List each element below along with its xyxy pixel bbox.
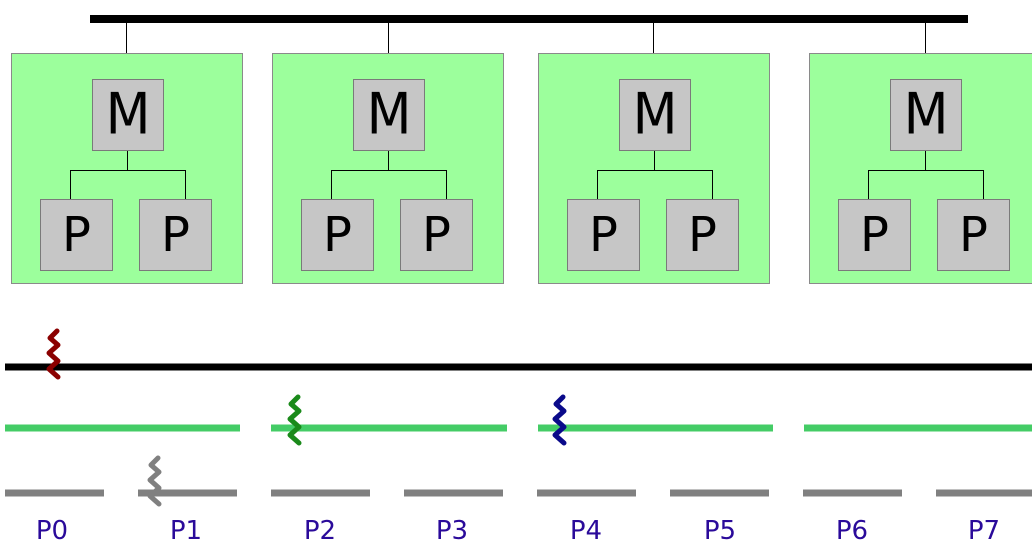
processor-id-label: P5 bbox=[703, 516, 737, 546]
processor-box: P bbox=[40, 199, 113, 271]
branch-left-wire bbox=[70, 170, 71, 199]
processor-label: P bbox=[688, 207, 717, 263]
branch-right-wire bbox=[712, 170, 713, 199]
processor-id-label: P0 bbox=[35, 516, 69, 546]
branch-wire bbox=[868, 170, 984, 171]
processor-label: P bbox=[161, 207, 190, 263]
processor-box: P bbox=[666, 199, 739, 271]
branch-left-wire bbox=[868, 170, 869, 199]
branch-wire bbox=[597, 170, 713, 171]
processor-id-label: P7 bbox=[967, 516, 1001, 546]
thread-squiggle-icon bbox=[552, 394, 567, 446]
bus-drop-wire bbox=[653, 22, 654, 54]
processor-label: P bbox=[959, 207, 988, 263]
thread-squiggle-icon bbox=[46, 328, 61, 380]
memory-box: M bbox=[92, 79, 164, 151]
processor-box: P bbox=[301, 199, 374, 271]
processor-id-label: P1 bbox=[169, 516, 203, 546]
memory-stem-wire bbox=[127, 151, 128, 170]
memory-stem-wire bbox=[925, 151, 926, 170]
processor-label: P bbox=[860, 207, 889, 263]
processor-id-label: P4 bbox=[569, 516, 603, 546]
branch-right-wire bbox=[983, 170, 984, 199]
branch-wire bbox=[70, 170, 186, 171]
memory-label: M bbox=[632, 82, 678, 148]
memory-label: M bbox=[105, 82, 151, 148]
branch-left-wire bbox=[331, 170, 332, 199]
processor-box: P bbox=[567, 199, 640, 271]
branch-right-wire bbox=[185, 170, 186, 199]
memory-label: M bbox=[903, 82, 949, 148]
processor-label: P bbox=[62, 207, 91, 263]
interconnect-bus bbox=[90, 15, 968, 23]
memory-box: M bbox=[619, 79, 691, 151]
numa-node-0: M P P bbox=[11, 53, 243, 284]
bus-drop-wire bbox=[925, 22, 926, 54]
numa-node-1: M P P bbox=[272, 53, 504, 284]
memory-box: M bbox=[353, 79, 425, 151]
bus-drop-wire bbox=[126, 22, 127, 54]
memory-stem-wire bbox=[388, 151, 389, 170]
memory-label: M bbox=[366, 82, 412, 148]
branch-right-wire bbox=[446, 170, 447, 199]
processor-label: P bbox=[323, 207, 352, 263]
processor-id-label: P2 bbox=[303, 516, 337, 546]
processor-id-label: P3 bbox=[435, 516, 469, 546]
processor-box: P bbox=[139, 199, 212, 271]
processor-box: P bbox=[838, 199, 911, 271]
processor-box: P bbox=[400, 199, 473, 271]
processor-label: P bbox=[422, 207, 451, 263]
processor-label: P bbox=[589, 207, 618, 263]
processor-box: P bbox=[937, 199, 1010, 271]
memory-stem-wire bbox=[654, 151, 655, 170]
thread-squiggle-icon bbox=[287, 394, 302, 446]
memory-box: M bbox=[890, 79, 962, 151]
thread-squiggle-icon bbox=[147, 455, 162, 507]
bus-drop-wire bbox=[388, 22, 389, 54]
numa-node-2: M P P bbox=[538, 53, 770, 284]
branch-left-wire bbox=[597, 170, 598, 199]
numa-node-3: M P P bbox=[809, 53, 1032, 284]
branch-wire bbox=[331, 170, 447, 171]
processor-id-label: P6 bbox=[835, 516, 869, 546]
